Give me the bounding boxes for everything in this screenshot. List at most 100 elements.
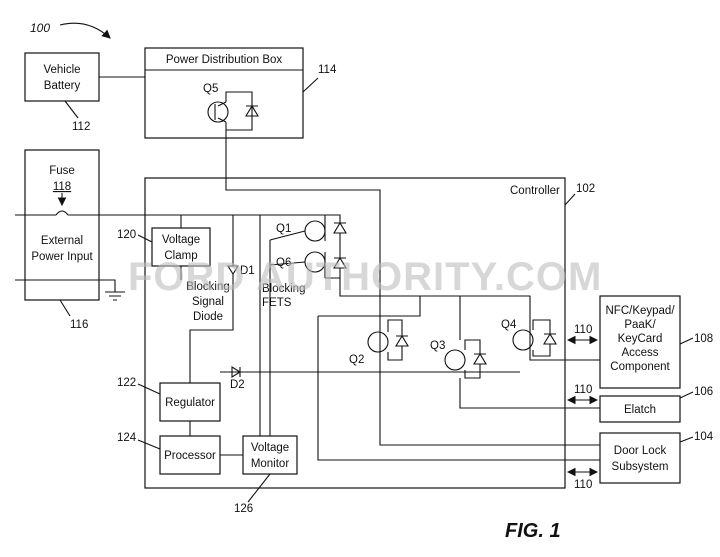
figure-ref-arrow	[59, 22, 111, 39]
door-lock-label-1: Door Lock	[614, 445, 667, 457]
ref-104-leader	[679, 436, 694, 443]
ref-120: 120	[117, 229, 136, 241]
fuse-symbol	[55, 210, 69, 216]
nfc-label-4: Access	[621, 347, 658, 359]
q2-label: Q2	[349, 354, 364, 366]
power-distribution-box	[144, 47, 304, 139]
processor-label: Processor	[164, 450, 216, 462]
q1-label: Q1	[276, 223, 291, 235]
fets-label-1: Blocking	[262, 283, 305, 295]
q5-body-diode	[245, 104, 259, 117]
d1-to-regulator-wire	[189, 274, 234, 383]
nfc-component-block: NFC/Keypad/ PaaK/ KeyCard Access Compone…	[599, 295, 713, 389]
q2-switch: Q2	[349, 319, 409, 366]
nfc-label-3: KeyCard	[618, 333, 663, 345]
voltage-monitor-label-1: Voltage	[251, 442, 289, 454]
q2-transistor	[367, 331, 389, 353]
bsd-label-2: Signal	[192, 296, 224, 308]
nfc-label-2: PaaK/	[624, 319, 656, 331]
voltage-monitor-label-2: Monitor	[251, 458, 290, 470]
external-power-block: Fuse 118 External Power Input 116	[24, 149, 100, 331]
q2-body-diode	[395, 334, 409, 347]
q1-body-diode	[333, 221, 347, 234]
voltage-monitor-box	[242, 435, 298, 475]
voltage-monitor-block: Voltage Monitor 126	[234, 435, 298, 515]
q4-label: Q4	[501, 319, 517, 331]
ref-120-leader	[137, 234, 153, 243]
bus-ref-108: 110	[574, 324, 592, 336]
q6-label: Q6	[276, 257, 291, 269]
pdb-title: Power Distribution Box	[166, 54, 283, 66]
vehicle-battery-box	[24, 52, 100, 102]
ref-102-leader	[564, 193, 576, 206]
q4-body-diode	[543, 332, 557, 345]
q5-feed-wire	[225, 130, 600, 446]
q4-transistor	[512, 329, 534, 351]
ref-114: 114	[318, 64, 337, 76]
external-power-label-1: External	[41, 235, 83, 247]
ref-126-leader	[247, 473, 271, 503]
fuse-label: Fuse	[49, 165, 75, 177]
nfc-label-1: NFC/Keypad/	[605, 305, 675, 317]
bus-ref-104: 110	[574, 479, 592, 491]
ref-102: 102	[576, 183, 595, 195]
power-distribution-box-block: Power Distribution Box Q5 114	[144, 47, 337, 139]
figure-ref-100: 100	[30, 21, 50, 35]
bus-ref-106: 110	[574, 384, 592, 396]
voltage-clamp-label-2: Clamp	[164, 250, 197, 262]
nfc-component-box	[599, 295, 681, 389]
elatch-label: Elatch	[624, 404, 656, 416]
q3-leads	[464, 339, 481, 379]
blocking-fets-block: Q1 Q6 Blocking FETS	[262, 220, 347, 309]
external-power-label-2: Power Input	[31, 251, 93, 263]
q2-bus-wire	[317, 296, 600, 461]
elatch-box	[599, 395, 681, 423]
ref-124-leader	[137, 439, 161, 450]
ref-122-leader	[137, 383, 161, 395]
door-lock-label-2: Subsystem	[612, 461, 669, 473]
ref-108: 108	[694, 333, 713, 345]
vehicle-battery-block: Vehicle Battery 112	[24, 52, 100, 133]
nfc-label-5: Component	[610, 361, 670, 373]
watermark-text: FORD AUTHORITY.COM	[128, 255, 602, 299]
voltage-clamp-block: Voltage Clamp 120	[117, 227, 211, 267]
q3-to-elatch-wire	[459, 296, 600, 409]
ref-124: 124	[117, 432, 137, 444]
ref-122: 122	[117, 377, 136, 389]
ref-106-leader	[679, 391, 694, 399]
q3-switch: Q3	[430, 339, 487, 379]
controller-title: Controller	[510, 185, 560, 197]
ground-wire	[15, 279, 125, 301]
d1-symbol	[227, 265, 239, 276]
vehicle-battery-label-1: Vehicle	[43, 64, 80, 76]
q4-leads	[532, 319, 551, 357]
controller-block: Controller 102	[144, 177, 595, 489]
ref-104: 104	[694, 431, 714, 443]
bsd-label-1: Blocking	[186, 281, 229, 293]
ref-116-leader	[59, 299, 71, 317]
q3-body-diode	[473, 352, 487, 365]
q1-transistor	[304, 220, 326, 242]
controller-box	[144, 177, 566, 489]
ref-112: 112	[72, 121, 90, 133]
bsd-label-3: Diode	[193, 311, 223, 323]
fets-gate-wire	[269, 230, 306, 445]
regulator-label: Regulator	[165, 397, 215, 409]
ref-106: 106	[694, 386, 713, 398]
d2-symbol	[231, 366, 242, 378]
voltage-clamp-label-1: Voltage	[162, 234, 200, 246]
q5-label: Q5	[203, 83, 218, 95]
d2-label: D2	[230, 379, 245, 391]
fets-output-bus	[339, 278, 600, 361]
voltage-clamp-box	[151, 227, 211, 267]
ref-126: 126	[234, 503, 253, 515]
q4-switch: Q4	[501, 319, 557, 357]
figure-label: FIG. 1	[505, 520, 561, 542]
door-lock-block: Door Lock Subsystem 104	[599, 431, 714, 484]
ref-108-leader	[679, 337, 694, 345]
vehicle-battery-label-2: Battery	[44, 80, 81, 92]
regulator-box	[159, 382, 221, 422]
ref-114-leader	[302, 77, 319, 93]
